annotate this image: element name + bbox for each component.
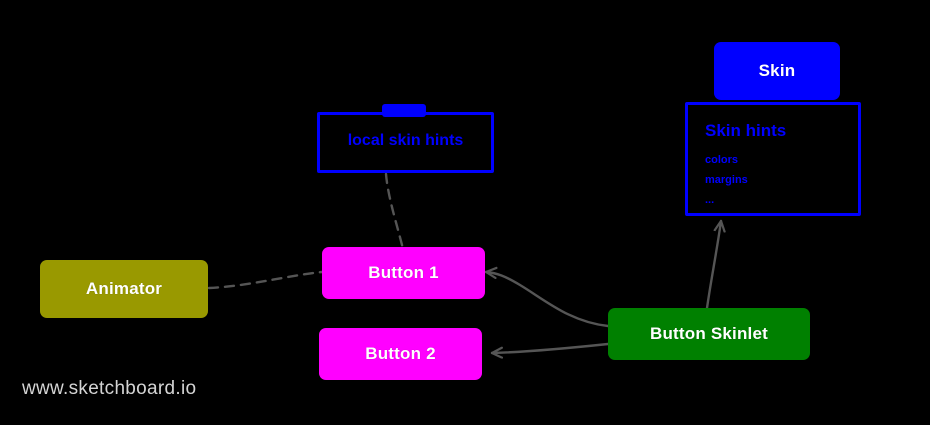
edge-skinlet-to-button2 [490,342,610,353]
skin-hints-body: Skin hints colors margins ... [688,105,858,210]
skin-hints-item-margins: margins [705,174,748,186]
skin-hints-title: Skin hints [705,121,787,140]
watermark: www.sketchboard.io [22,378,197,399]
node-local-skin-hints[interactable]: local skin hints [317,104,494,173]
node-skin-hints[interactable]: Skin hints colors margins ... [685,102,861,216]
edge-animator-to-button1 [207,270,324,290]
button-1-label: Button 1 [368,263,439,282]
edge-skinlet-to-skin-hints [705,219,721,310]
skin-hints-item-colors: colors [705,154,739,166]
note-tab-icon [382,104,426,117]
local-skin-hints-label: local skin hints [347,132,464,149]
skin-hints-item-ellipsis: ... [705,194,715,206]
node-button-2[interactable]: Button 2 [319,328,482,380]
node-button-1[interactable]: Button 1 [322,247,485,299]
node-button-skinlet[interactable]: Button Skinlet [608,308,810,360]
node-animator[interactable]: Animator [40,260,208,318]
edge-skinlet-to-button1 [484,272,610,328]
button-skinlet-label: Button Skinlet [649,324,768,343]
edge-local-skin-hints-to-button1 [384,172,405,251]
button-2-label: Button 2 [365,344,436,363]
skin-label: Skin [758,61,796,80]
node-skin[interactable]: Skin [714,42,840,100]
animator-label: Animator [85,279,163,298]
